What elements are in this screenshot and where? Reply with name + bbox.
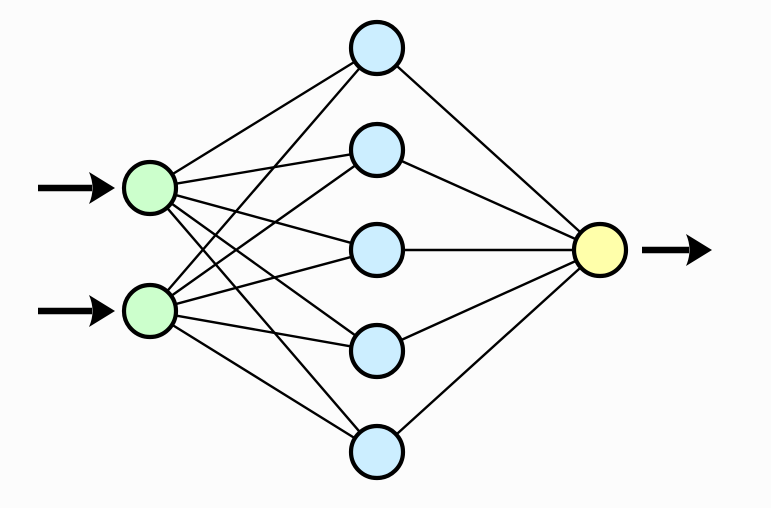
node-h4[interactable] [348, 322, 406, 380]
node-h3[interactable] [348, 221, 406, 279]
hidden-layer [348, 19, 406, 481]
edge-i1-h3 [172, 193, 355, 245]
edge-layer [164, 59, 583, 441]
edge-i1-h1 [169, 59, 358, 177]
output-layer [571, 221, 629, 279]
input-layer [121, 159, 179, 340]
edge-h1-o1 [394, 63, 583, 235]
edge-i2-h2 [169, 163, 358, 298]
edge-i2-h5 [169, 322, 358, 441]
edge-i1-h2 [173, 152, 354, 186]
node-h1[interactable] [348, 19, 406, 77]
edge-h2-o1 [398, 158, 579, 242]
edge-i1-h4 [168, 201, 359, 338]
node-i1[interactable] [121, 159, 179, 217]
edge-i2-h1 [165, 65, 362, 294]
edge-i1-h5 [164, 205, 363, 435]
output-arrow-head [686, 234, 712, 266]
node-i2[interactable] [121, 282, 179, 340]
edge-h4-o1 [398, 259, 579, 342]
edge-i2-h4 [173, 314, 354, 348]
input-arrow-1-head [89, 172, 115, 204]
node-layer [121, 19, 629, 481]
input-arrow-2 [38, 295, 115, 327]
node-h2[interactable] [348, 121, 406, 179]
edge-h5-o1 [394, 265, 583, 437]
input-arrow-1 [38, 172, 115, 204]
input-arrow-2-head [89, 295, 115, 327]
edge-i2-h3 [172, 255, 355, 306]
io-arrow-layer [38, 172, 712, 327]
node-o1[interactable] [571, 221, 629, 279]
node-h5[interactable] [348, 423, 406, 481]
output-arrow [642, 234, 712, 266]
